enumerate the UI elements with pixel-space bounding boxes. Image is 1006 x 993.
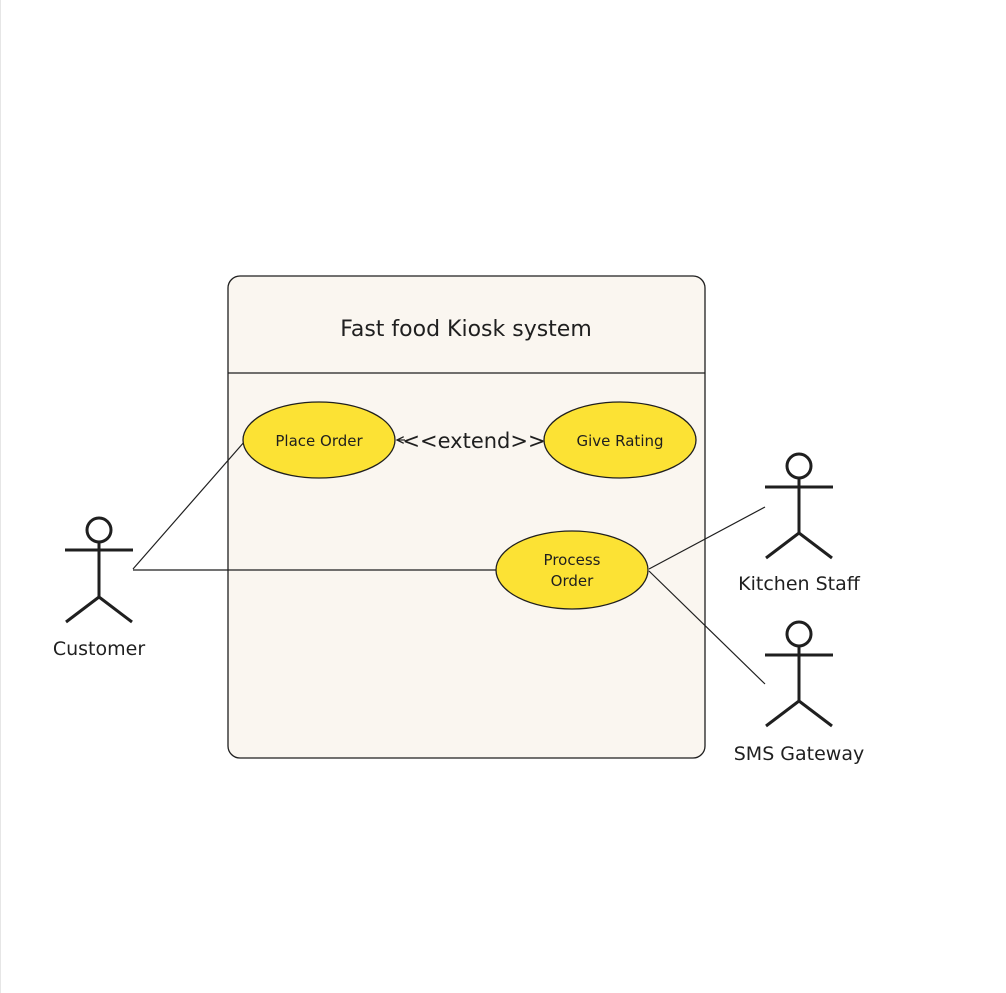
system-boundary[interactable]: Fast food Kiosk system bbox=[227, 275, 706, 759]
actor-kitchen-staff[interactable] bbox=[765, 452, 833, 560]
process-order-kitchen-staff-association bbox=[648, 506, 766, 570]
use-case-place-order[interactable]: Place Order bbox=[242, 401, 396, 479]
system-title: Fast food Kiosk system bbox=[340, 317, 592, 342]
customer-place-order-association bbox=[132, 440, 246, 570]
use-case-place-order-label: Place Order bbox=[275, 432, 363, 450]
process-order-sms-gateway-association bbox=[648, 570, 766, 685]
use-case-process-order[interactable]: Process Order bbox=[495, 530, 649, 610]
actor-customer[interactable] bbox=[65, 516, 133, 624]
extend-label: <<extend>> bbox=[402, 429, 545, 453]
use-case-give-rating-label: Give Rating bbox=[576, 432, 663, 450]
use-case-give-rating[interactable]: Give Rating bbox=[543, 401, 697, 479]
actor-sms-gateway[interactable] bbox=[765, 620, 833, 728]
actor-sms-gateway-head-icon bbox=[785, 620, 813, 648]
use-case-process-order-label-line1: Process bbox=[544, 551, 601, 569]
actor-sms-gateway-label: SMS Gateway bbox=[734, 743, 865, 765]
use-case-process-order-label-line2: Order bbox=[551, 572, 594, 590]
actor-kitchen-staff-head-icon bbox=[785, 452, 813, 480]
actor-customer-label: Customer bbox=[53, 638, 145, 660]
actor-kitchen-staff-label: Kitchen Staff bbox=[738, 573, 861, 595]
actor-customer-head-icon bbox=[85, 516, 113, 544]
